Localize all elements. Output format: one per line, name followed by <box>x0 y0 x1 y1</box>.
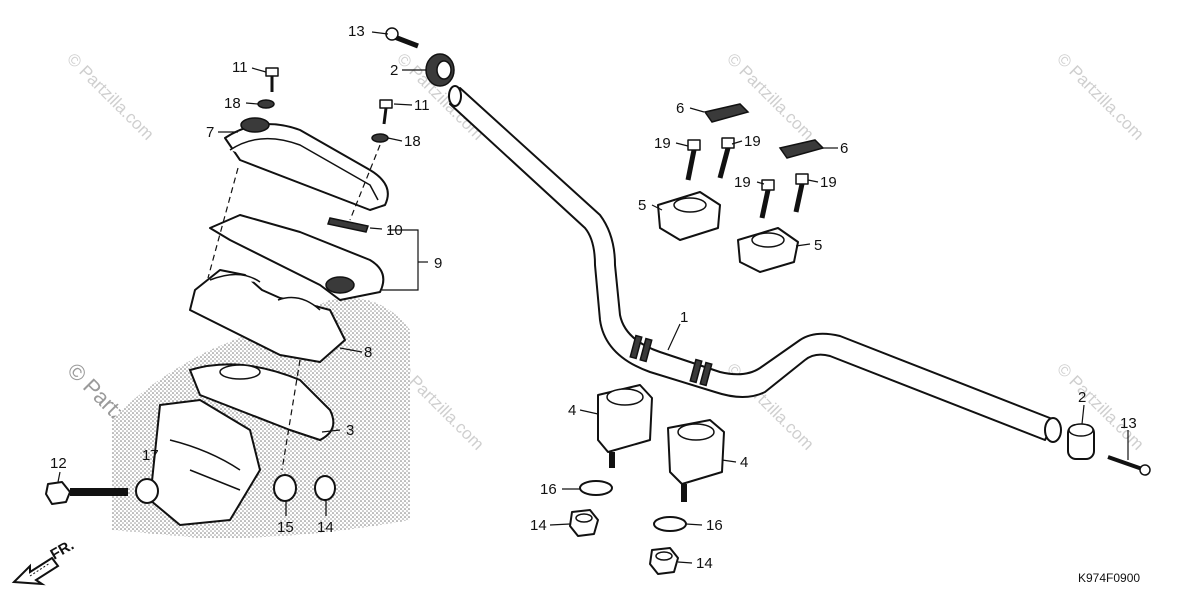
callout-8: 8 <box>364 344 372 361</box>
bar-end-screw <box>385 27 419 49</box>
screw <box>379 99 393 125</box>
collar <box>135 478 159 504</box>
callout-11: 11 <box>232 59 248 76</box>
stay <box>189 363 335 441</box>
callout-4: 4 <box>568 402 576 419</box>
bar-end-weight <box>425 53 455 87</box>
upper-holder <box>657 191 721 241</box>
plate <box>703 103 750 123</box>
callout-13: 13 <box>1120 415 1137 432</box>
alignment-line <box>281 359 301 471</box>
callout-4: 4 <box>740 454 748 471</box>
plate <box>778 139 825 159</box>
callout-6: 6 <box>840 140 848 157</box>
holder-bolt <box>759 179 775 219</box>
callout-5: 5 <box>638 197 646 214</box>
holder-bolt <box>793 173 809 213</box>
watermark: © Partzilla.com <box>63 49 157 143</box>
callout-15: 15 <box>277 519 294 536</box>
callout-14: 14 <box>317 519 334 536</box>
nut <box>314 475 336 501</box>
washer <box>257 99 275 109</box>
alignment-line <box>207 167 239 279</box>
callout-2: 2 <box>1078 389 1086 406</box>
washer <box>371 133 389 143</box>
callout-19: 19 <box>654 135 671 152</box>
callout-1: 1 <box>680 309 688 326</box>
callout-19: 19 <box>820 174 837 191</box>
callout-13: 13 <box>348 23 365 40</box>
flange-bolt <box>45 481 128 505</box>
callout-14: 14 <box>530 517 547 534</box>
nut <box>649 547 679 575</box>
callout-5: 5 <box>814 237 822 254</box>
watermark: © Partzilla.com <box>1053 49 1147 143</box>
front-direction-arrow: FR. <box>11 537 77 586</box>
diagram-code: K974F0900 <box>1078 571 1140 585</box>
callout-3: 3 <box>346 422 354 439</box>
screw <box>265 67 279 92</box>
cushion-seal <box>327 217 369 233</box>
callout-11: 11 <box>414 97 430 114</box>
cover-bracket <box>209 214 385 301</box>
holder-bolt <box>685 139 701 181</box>
callout-19: 19 <box>744 133 761 150</box>
callout-18: 18 <box>224 95 241 112</box>
bar-end-weight <box>1067 423 1095 460</box>
upper-cover <box>224 117 389 211</box>
callout-19: 19 <box>734 174 751 191</box>
lower-holder <box>597 384 653 468</box>
washer <box>653 516 687 532</box>
callout-7: 7 <box>206 124 214 141</box>
holder-bolt <box>717 137 735 179</box>
handlebar <box>448 85 1062 443</box>
callout-12: 12 <box>50 455 67 472</box>
callout-10: 10 <box>386 222 403 239</box>
callouts: 13 2 11 18 7 11 18 10 9 8 3 12 17 15 14 … <box>50 23 1137 572</box>
callout-16: 16 <box>540 481 557 498</box>
callout-9: 9 <box>434 255 442 272</box>
bar-end-screw <box>1107 455 1151 476</box>
callout-18: 18 <box>404 133 421 150</box>
callout-6: 6 <box>676 100 684 117</box>
lower-mount <box>149 399 261 526</box>
upper-holder <box>737 227 799 273</box>
callout-2: 2 <box>390 62 398 79</box>
washer <box>579 480 613 496</box>
rubber-mount <box>273 474 297 502</box>
callout-16: 16 <box>706 517 723 534</box>
callout-14: 14 <box>696 555 713 572</box>
alignment-line <box>349 144 381 221</box>
leader-lines <box>57 31 1129 564</box>
watermark: © Partzilla.com <box>723 49 817 143</box>
inner-cover <box>189 269 346 363</box>
callout-17: 17 <box>142 447 159 464</box>
nut <box>569 509 599 537</box>
lower-holder <box>667 419 725 502</box>
